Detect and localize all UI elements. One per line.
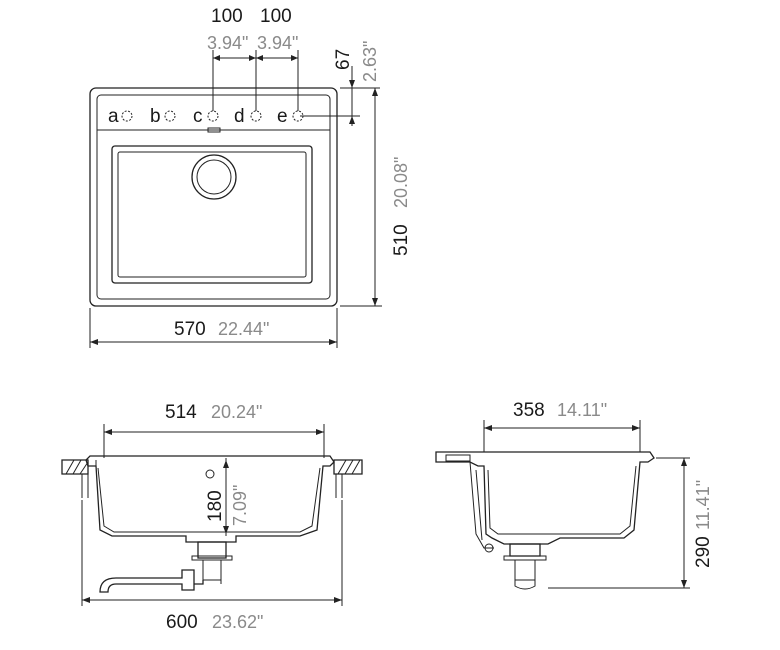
tap-spacing-2-mm: 100 <box>260 6 292 27</box>
tap-hole-a-icon <box>121 110 133 122</box>
top-view: a b c d e 100 100 3.94" 3.94" 67 2.63" <box>89 6 412 348</box>
sink-profile-side <box>435 451 655 545</box>
drain-body-side <box>509 543 541 557</box>
bowl-length-mm: 358 <box>513 400 545 421</box>
depth-mm: 510 <box>391 224 412 256</box>
hole-label-d: d <box>234 106 245 127</box>
width-mm: 570 <box>174 319 206 340</box>
drain-outer <box>191 154 237 200</box>
trap-pipe <box>99 569 204 593</box>
hole-label-e: e <box>277 106 288 127</box>
overflow-hose-icon <box>484 543 494 553</box>
tap-hole-b-icon <box>164 110 176 122</box>
bowl-width-mm: 514 <box>165 402 197 423</box>
bowl-inner-top <box>117 151 307 278</box>
bowl-depth-mm: 180 <box>205 490 226 522</box>
bowl-depth-in: 7.09" <box>230 485 250 526</box>
sink-profile-front <box>85 455 335 543</box>
height-mm: 290 <box>693 536 714 568</box>
tap-offset-mm: 67 <box>333 49 354 70</box>
tap-hole-d-icon <box>250 110 262 122</box>
overflow-slot <box>207 127 221 133</box>
cabinet-in: 23.62" <box>212 612 263 632</box>
bowl-length-in: 14.11" <box>557 400 607 420</box>
bowl-outline-top <box>111 145 313 284</box>
overflow-icon <box>205 469 215 479</box>
drain-body <box>197 541 227 559</box>
sink-rim-inner-top <box>96 94 331 300</box>
tap-offset-in: 2.63" <box>360 41 380 82</box>
hole-label-a: a <box>108 106 119 127</box>
tap-hole-c-icon <box>207 110 219 122</box>
countertop-right <box>333 459 363 475</box>
cabinet-mm: 600 <box>166 612 198 633</box>
depth-in: 20.08" <box>391 157 411 208</box>
height-in: 11.41" <box>693 480 713 530</box>
side-view: 358 14.11" 290 11.41" <box>435 400 714 590</box>
tap-spacing-2-in: 3.94" <box>257 33 298 53</box>
drain-inner <box>196 159 232 195</box>
hole-label-c: c <box>193 106 203 127</box>
width-in: 22.44" <box>218 319 269 339</box>
front-view: 180 7.09" 514 20.24" 600 23.62" <box>61 402 363 633</box>
bowl-width-in: 20.24" <box>211 402 262 422</box>
tap-spacing-1-in: 3.94" <box>207 33 248 53</box>
tap-spacing-1-mm: 100 <box>211 6 243 27</box>
hole-label-b: b <box>150 106 161 127</box>
